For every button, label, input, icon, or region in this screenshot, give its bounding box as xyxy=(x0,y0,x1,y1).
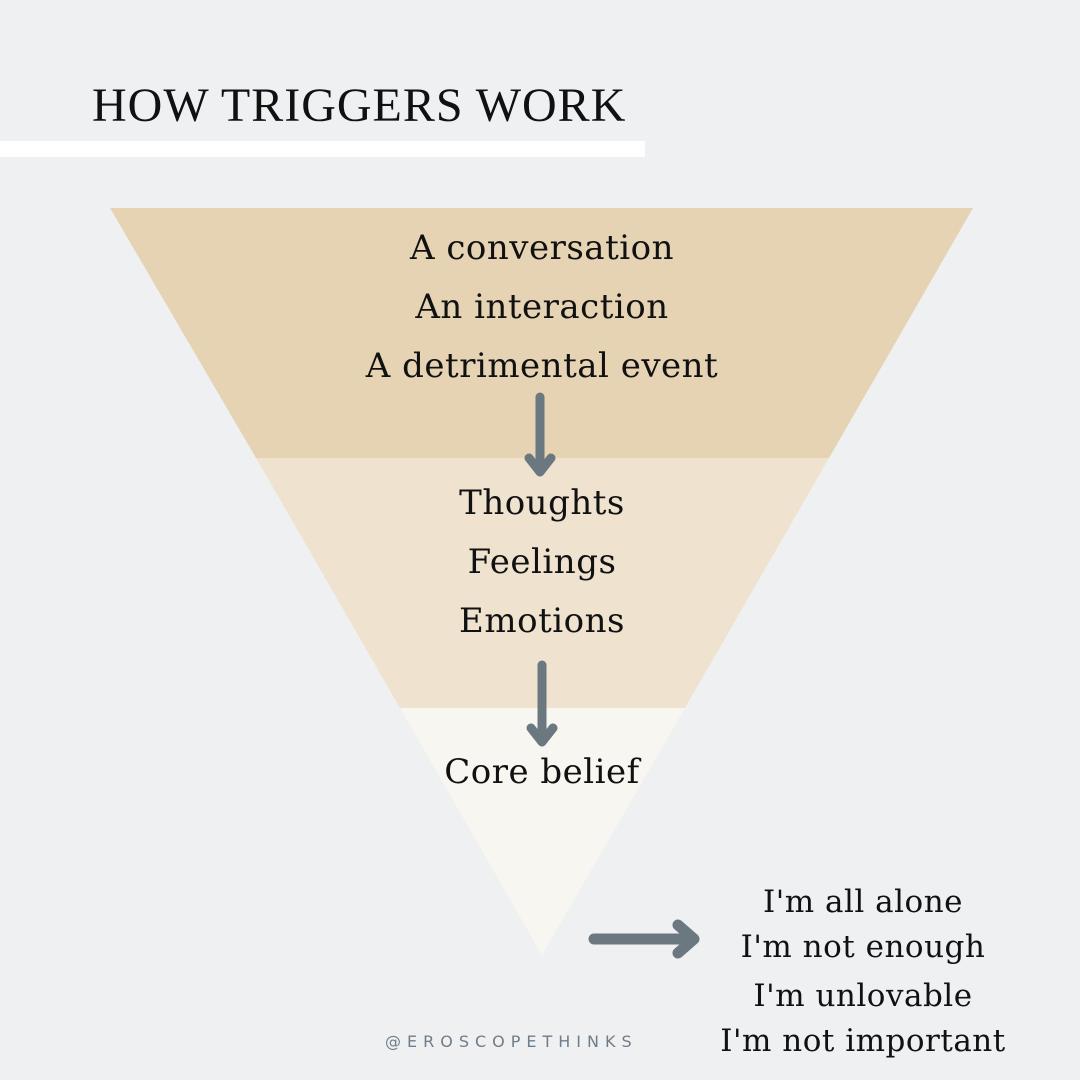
trigger-item: An interaction xyxy=(415,287,669,327)
core-belief-label: Core belief xyxy=(444,752,640,792)
core-belief-item: I'm unlovable xyxy=(753,978,973,1014)
core-belief-item: I'm not important xyxy=(720,1023,1006,1059)
core-belief-item: I'm all alone xyxy=(762,884,964,920)
funnel-tier-middle xyxy=(256,458,829,708)
arrow-down-icon xyxy=(524,392,556,477)
tier-top-text: A conversation An interaction A detrimen… xyxy=(340,219,744,396)
tier-middle-text: Thoughts Feelings Emotions xyxy=(340,474,744,651)
funnel-tier-top xyxy=(110,208,973,458)
response-item: Thoughts xyxy=(459,483,625,523)
page-title: HOW TRIGGERS WORK xyxy=(92,79,627,132)
response-item: Feelings xyxy=(467,542,617,582)
trigger-item: A detrimental event xyxy=(365,346,719,386)
response-item: Emotions xyxy=(459,601,625,641)
tier-bottom-text: Core belief xyxy=(340,743,744,802)
core-belief-list: I'm all alone I'm not enough I'm unlovab… xyxy=(715,880,1011,1064)
arrow-down-icon xyxy=(526,660,558,747)
funnel-tier-bottom xyxy=(400,708,685,955)
arrow-right-icon xyxy=(588,919,700,959)
title-underline xyxy=(0,141,645,157)
trigger-item: A conversation xyxy=(410,228,674,268)
core-belief-item: I'm not enough xyxy=(740,929,986,965)
author-handle: @EROSCOPETHINKS xyxy=(385,1032,638,1051)
